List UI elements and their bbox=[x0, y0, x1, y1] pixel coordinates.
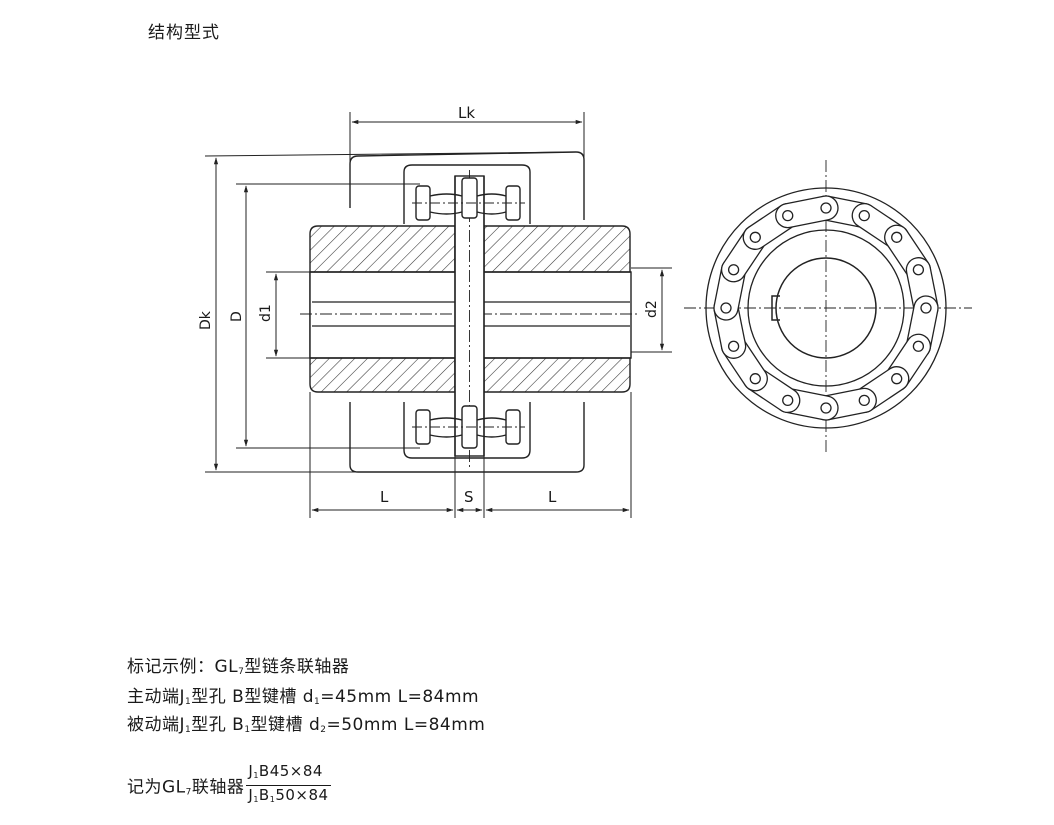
section-heading: 结构型式 bbox=[148, 23, 220, 43]
driven-prefix: 被动端J bbox=[127, 715, 186, 735]
designation-prefix: 记为GL bbox=[127, 777, 186, 798]
section-view bbox=[300, 151, 640, 473]
den-sub: 1 bbox=[253, 795, 259, 804]
chain-pin bbox=[912, 264, 925, 276]
dim-dk-label: Dk bbox=[198, 310, 214, 330]
den-sub2: 1 bbox=[269, 795, 276, 804]
den-c: 50×84 bbox=[275, 786, 329, 804]
driven-end-spec: 被动端J1型孔 B1型键槽 d2=50mm L=84mm bbox=[127, 710, 485, 735]
chain-pin bbox=[920, 302, 932, 314]
chain-pin bbox=[912, 340, 925, 352]
driven-sub2: 1 bbox=[244, 725, 251, 735]
driven-sub: 1 bbox=[185, 725, 192, 735]
chain-pin bbox=[749, 231, 761, 243]
chain-pin bbox=[720, 302, 732, 314]
designation-denominator: J1B150×84 bbox=[246, 786, 330, 809]
chain-pin bbox=[727, 264, 740, 276]
num-sub: 1 bbox=[253, 771, 259, 780]
chain-pin bbox=[891, 373, 903, 385]
chain-pin bbox=[727, 340, 740, 352]
driving-mid: 型孔 B型键槽 d bbox=[191, 687, 315, 707]
example-heading-prefix: 标记示例：GL bbox=[127, 657, 239, 677]
dim-lk-label: Lk bbox=[458, 104, 475, 122]
chain-pin bbox=[858, 394, 870, 407]
num-b: B45×84 bbox=[258, 762, 323, 780]
designation-numerator: J1B45×84 bbox=[246, 762, 331, 786]
driven-mid: 型孔 B bbox=[191, 715, 245, 735]
dim-d1-label: d1 bbox=[258, 304, 274, 322]
example-heading: 标记示例：GL7型链条联轴器 bbox=[127, 652, 349, 677]
end-view bbox=[684, 160, 972, 452]
dim-l-left-label: L bbox=[380, 488, 389, 506]
driving-prefix: 主动端J bbox=[127, 687, 186, 707]
dim-d-label: D bbox=[229, 311, 245, 322]
driving-sub2: 1 bbox=[314, 697, 321, 707]
chain-pin bbox=[891, 231, 903, 243]
den-b: B bbox=[258, 786, 270, 804]
den-a: J bbox=[248, 786, 254, 804]
driven-suffix: =50mm L=84mm bbox=[326, 715, 486, 735]
coupling-drawing: Lk Dk D d1 d2 L S L bbox=[198, 104, 972, 518]
dimension-lines bbox=[204, 112, 672, 518]
dim-s-label: S bbox=[464, 488, 474, 506]
driving-sub: 1 bbox=[185, 697, 192, 707]
example-heading-suffix: 型链条联轴器 bbox=[244, 657, 350, 677]
driving-end-spec: 主动端J1型孔 B型键槽 d1=45mm L=84mm bbox=[127, 682, 479, 707]
chain-pin bbox=[782, 209, 794, 222]
chain-pin bbox=[782, 394, 794, 407]
chain-pin bbox=[820, 202, 832, 214]
num-a: J bbox=[248, 762, 254, 780]
example-heading-sub: 7 bbox=[238, 667, 245, 677]
driven-mid2: 型键槽 d bbox=[250, 715, 321, 735]
dim-l-right-label: L bbox=[548, 488, 557, 506]
driving-suffix: =45mm L=84mm bbox=[320, 687, 480, 707]
designation-suffix: 联轴器 bbox=[191, 777, 245, 798]
chain-pin bbox=[820, 402, 832, 414]
designation-sub: 7 bbox=[185, 787, 192, 798]
dim-d2-label: d2 bbox=[644, 300, 660, 318]
chain-pin bbox=[858, 209, 870, 222]
driven-sub3: 2 bbox=[320, 725, 327, 735]
chain-pin bbox=[749, 373, 761, 385]
